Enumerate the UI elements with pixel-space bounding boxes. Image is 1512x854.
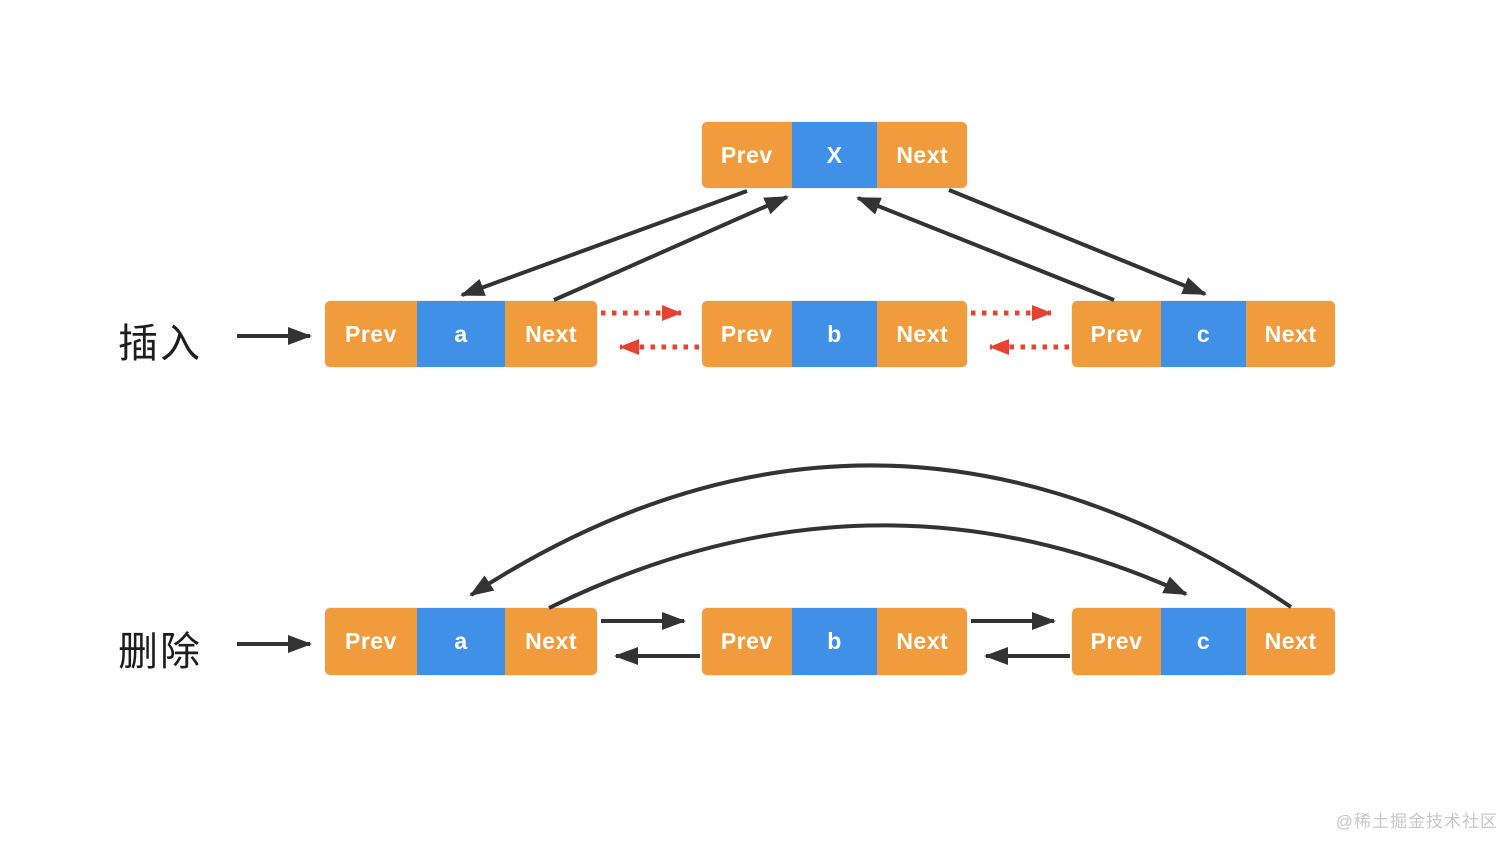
node-delete-b-next-cell: Next bbox=[877, 608, 967, 675]
arrow-xprev-to-a bbox=[460, 189, 748, 297]
node-x-value-cell: X bbox=[791, 122, 878, 188]
node-insert-a: Prev a Next bbox=[325, 301, 597, 367]
node-x: Prev X Next bbox=[702, 122, 967, 188]
insert-section-label: 插入 bbox=[118, 322, 202, 366]
node-delete-b-prev-cell: Prev bbox=[702, 608, 792, 675]
watermark: @稀土掘金技术社区 bbox=[1335, 812, 1498, 831]
node-x-prev-cell: Prev bbox=[702, 122, 792, 188]
delete-section-label: 删除 bbox=[118, 630, 202, 674]
node-delete-a-next-cell: Next bbox=[505, 608, 597, 675]
next-pointer-label: Next bbox=[1264, 320, 1317, 347]
node-delete-a-prev-cell: Prev bbox=[325, 608, 417, 675]
node-value-label: c bbox=[1196, 628, 1211, 654]
arrow-cprev-to-x bbox=[856, 196, 1115, 302]
node-insert-b-next-cell: Next bbox=[877, 301, 967, 367]
arrow-xnext-to-c bbox=[948, 188, 1207, 296]
arc-cprev-to-a bbox=[469, 463, 1293, 609]
next-pointer-label: Next bbox=[525, 320, 577, 347]
node-value-label: X bbox=[826, 141, 843, 168]
node-insert-c-value-cell: c bbox=[1160, 301, 1247, 367]
prev-pointer-label: Prev bbox=[720, 320, 773, 347]
prev-pointer-label: Prev bbox=[720, 628, 773, 654]
next-pointer-label: Next bbox=[896, 628, 949, 654]
node-insert-b-prev-cell: Prev bbox=[702, 301, 792, 367]
node-delete-a-value-cell: a bbox=[416, 608, 506, 675]
prev-pointer-label: Prev bbox=[345, 320, 397, 347]
node-value-label: b bbox=[827, 628, 842, 654]
node-delete-c-prev-cell: Prev bbox=[1072, 608, 1161, 675]
arc-anext-to-c bbox=[548, 523, 1188, 610]
node-value-label: b bbox=[827, 320, 842, 347]
next-pointer-label: Next bbox=[896, 320, 949, 347]
node-insert-a-value-cell: a bbox=[416, 301, 506, 367]
prev-pointer-label: Prev bbox=[345, 628, 397, 654]
node-insert-b: Prev b Next bbox=[702, 301, 967, 367]
node-delete-c: Prev c Next bbox=[1072, 608, 1335, 675]
node-x-next-cell: Next bbox=[877, 122, 967, 188]
arrow-anext-to-x bbox=[553, 195, 789, 302]
node-insert-c: Prev c Next bbox=[1072, 301, 1335, 367]
node-delete-a: Prev a Next bbox=[325, 608, 597, 675]
prev-pointer-label: Prev bbox=[720, 141, 773, 168]
node-insert-b-value-cell: b bbox=[791, 301, 878, 367]
node-value-label: c bbox=[1196, 320, 1211, 347]
node-insert-c-next-cell: Next bbox=[1246, 301, 1335, 367]
node-insert-c-prev-cell: Prev bbox=[1072, 301, 1161, 367]
node-delete-c-value-cell: c bbox=[1160, 608, 1247, 675]
next-pointer-label: Next bbox=[1264, 628, 1317, 654]
node-delete-b-value-cell: b bbox=[791, 608, 878, 675]
prev-pointer-label: Prev bbox=[1090, 320, 1143, 347]
next-pointer-label: Next bbox=[896, 141, 949, 168]
node-value-label: a bbox=[454, 320, 468, 347]
node-insert-a-prev-cell: Prev bbox=[325, 301, 417, 367]
node-value-label: a bbox=[454, 628, 468, 654]
next-pointer-label: Next bbox=[525, 628, 577, 654]
node-delete-c-next-cell: Next bbox=[1246, 608, 1335, 675]
node-delete-b: Prev b Next bbox=[702, 608, 967, 675]
prev-pointer-label: Prev bbox=[1090, 628, 1143, 654]
node-insert-a-next-cell: Next bbox=[505, 301, 597, 367]
